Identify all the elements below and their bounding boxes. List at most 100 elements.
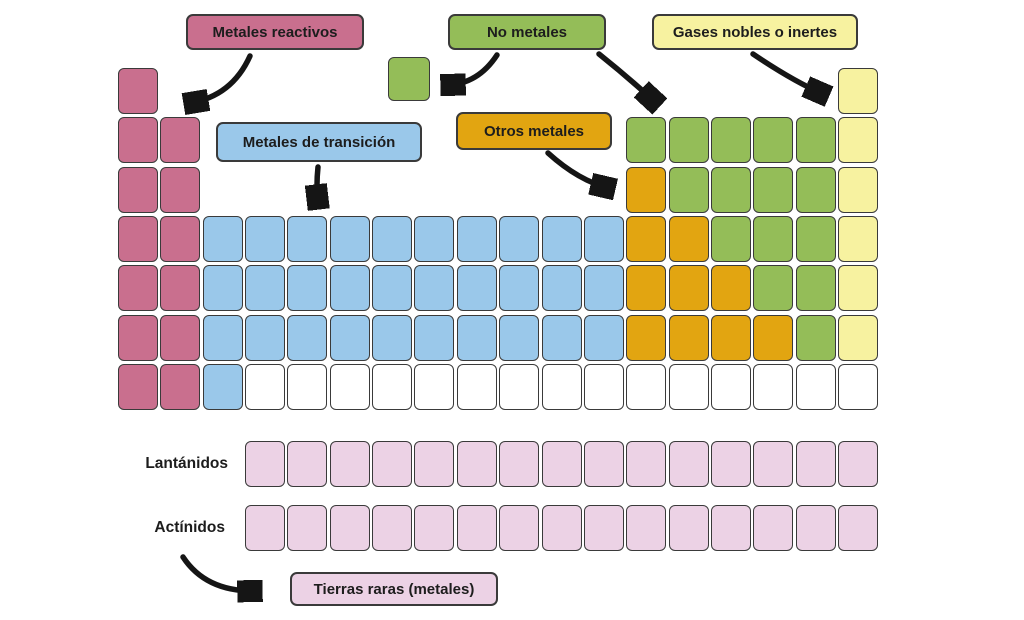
- element-cell: [160, 363, 201, 410]
- element-cell: [710, 166, 751, 213]
- element-cell: [583, 363, 624, 410]
- element-cell: [287, 215, 328, 262]
- element-cell: [795, 314, 836, 361]
- element-cell: [245, 314, 286, 361]
- element-cell: [329, 215, 370, 262]
- element-cell: [499, 363, 540, 410]
- label-transition-metals-text: Metales de transición: [242, 133, 396, 151]
- element-cell: [118, 363, 158, 410]
- element-cell: [795, 215, 836, 262]
- element-cell: [583, 314, 624, 361]
- element-cell: [626, 265, 667, 312]
- lanthanide-cell: [456, 441, 497, 487]
- element-cell: [541, 314, 582, 361]
- element-cell: [710, 117, 751, 164]
- arrow-noble-gases: [750, 51, 823, 94]
- element-cell: [753, 314, 794, 361]
- element-cell: [583, 265, 624, 312]
- element-cell: [710, 314, 751, 361]
- lanthanide-cell: [329, 441, 370, 487]
- element-cell: [414, 314, 455, 361]
- actinide-cell: [837, 505, 878, 551]
- element-cell: [287, 363, 328, 410]
- arrow-rare-earths: [180, 554, 256, 591]
- element-cell: [287, 265, 328, 312]
- element-cell: [202, 314, 243, 361]
- element-cell: [541, 363, 582, 410]
- element-cell: [245, 215, 286, 262]
- element-cell: [202, 363, 243, 410]
- hydrogen-nonmetal-cell: [388, 57, 430, 101]
- element-cell: [372, 314, 413, 361]
- actinide-cell: [245, 505, 286, 551]
- element-cell: [202, 265, 243, 312]
- element-cell: [837, 117, 878, 164]
- lanthanide-cell: [287, 441, 328, 487]
- element-cell: [837, 265, 878, 312]
- element-cell: [753, 215, 794, 262]
- element-cell: [753, 166, 794, 213]
- lanthanide-cell: [753, 441, 794, 487]
- label-other-metals-text: Otros metales: [483, 122, 585, 140]
- actinide-cell: [456, 505, 497, 551]
- element-cell: [118, 166, 158, 213]
- element-cell: [329, 314, 370, 361]
- element-cell: [541, 215, 582, 262]
- arrow-reactive-metals: [190, 53, 253, 103]
- element-cell: [245, 265, 286, 312]
- element-cell: [456, 363, 497, 410]
- actinide-cell: [414, 505, 455, 551]
- element-cell: [329, 265, 370, 312]
- actinide-cell: [499, 505, 540, 551]
- element-cell: [118, 68, 158, 114]
- element-cell: [499, 265, 540, 312]
- element-cell: [837, 314, 878, 361]
- actinide-cell: [372, 505, 413, 551]
- element-cell: [456, 215, 497, 262]
- actinide-cell: [753, 505, 794, 551]
- element-cell: [668, 215, 709, 262]
- lanthanide-cell: [541, 441, 582, 487]
- actinide-cell: [710, 505, 751, 551]
- lanthanide-cell: [414, 441, 455, 487]
- lanthanide-cell: [245, 441, 286, 487]
- element-cell: [668, 363, 709, 410]
- label-nonmetals-text: No metales: [486, 23, 568, 41]
- element-cell: [626, 314, 667, 361]
- element-cell: [456, 265, 497, 312]
- element-cell: [202, 215, 243, 262]
- element-cell: [837, 363, 878, 410]
- label-other-metals: Otros metales: [456, 112, 612, 150]
- element-cell: [795, 117, 836, 164]
- label-transition-metals: Metales de transición: [216, 122, 422, 162]
- element-cell: [372, 363, 413, 410]
- element-cell: [795, 265, 836, 312]
- element-cell: [372, 265, 413, 312]
- element-cell: [753, 363, 794, 410]
- element-cell: [499, 215, 540, 262]
- element-cell: [160, 265, 201, 312]
- element-cell: [668, 166, 709, 213]
- element-cell: [414, 363, 455, 410]
- label-noble-gases: Gases nobles o inertes: [652, 14, 858, 50]
- actinide-cell: [329, 505, 370, 551]
- element-cell: [118, 215, 158, 262]
- lanthanide-cell: [710, 441, 751, 487]
- actinide-cell: [795, 505, 836, 551]
- label-noble-gases-text: Gases nobles o inertes: [672, 23, 838, 41]
- lanthanides-label: Lantánidos: [145, 455, 228, 472]
- element-cell: [710, 215, 751, 262]
- element-cell: [753, 117, 794, 164]
- label-rare-earths-text: Tierras raras (metales): [313, 580, 475, 598]
- element-cell: [626, 215, 667, 262]
- arrow-nonmetals-to-block: [596, 51, 655, 102]
- element-cell: [626, 117, 667, 164]
- element-cell: [837, 166, 878, 213]
- label-reactive-metals: Metales reactivos: [186, 14, 364, 50]
- element-cell: [710, 265, 751, 312]
- actinide-cell: [626, 505, 667, 551]
- label-reactive-metals-text: Metales reactivos: [212, 23, 338, 41]
- element-cell: [626, 363, 667, 410]
- element-cell: [118, 117, 158, 164]
